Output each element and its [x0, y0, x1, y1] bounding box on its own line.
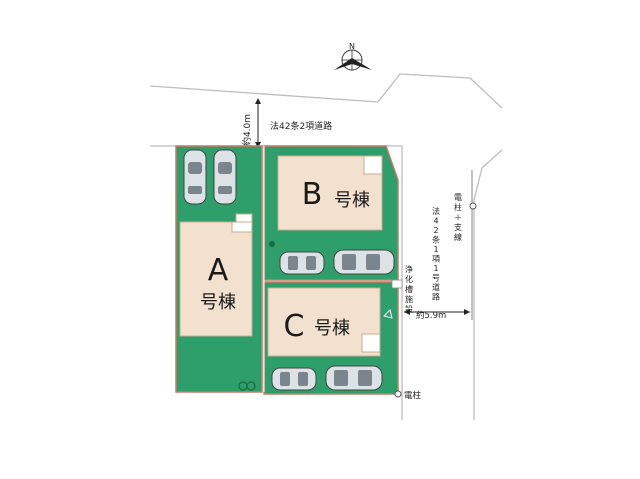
septic-label: 浄化槽施設 — [405, 264, 413, 314]
septic-tank — [391, 279, 403, 289]
pole-support-icon — [469, 202, 477, 210]
compass: N — [334, 42, 372, 71]
car-a2 — [213, 149, 237, 205]
car-c1 — [271, 367, 317, 391]
pole-icon — [394, 390, 402, 398]
east-road-outer-edge — [473, 149, 503, 420]
building-c-suffix: 号棟 — [314, 318, 350, 339]
north-road-dimension: 約4.0m 法42条2項道路 — [241, 98, 332, 148]
parking — [183, 149, 395, 391]
car-b1 — [279, 251, 325, 275]
building-c-letter: C — [284, 309, 305, 344]
car-c2 — [325, 365, 383, 391]
building-a-letter: A — [208, 253, 229, 288]
car-a1 — [183, 149, 207, 205]
buildings: A 号棟 B 号棟 C 号棟 — [179, 155, 383, 357]
north-road-label: 法42条2項道路 — [270, 120, 332, 132]
car-b2 — [333, 249, 395, 275]
meter-marker — [383, 309, 393, 319]
compass-north-label: N — [349, 42, 355, 51]
east-road-width: 約5.9m — [416, 310, 446, 321]
building-a — [179, 221, 253, 337]
east-road-annotations — [394, 170, 477, 398]
tree-marker — [246, 381, 256, 391]
compass-needle — [334, 58, 372, 70]
pole-support-label: 電柱＋支線 — [454, 193, 462, 242]
pole-label: 電柱 — [404, 390, 422, 401]
north-road-upper-edge — [149, 73, 503, 109]
tree-marker — [269, 241, 275, 247]
site-markers — [238, 241, 403, 391]
building-b-suffix: 号棟 — [334, 190, 370, 211]
building-c — [267, 287, 381, 357]
building-b-letter: B — [302, 177, 323, 212]
building-a-suffix: 号棟 — [200, 292, 236, 313]
north-road-width: 約4.0m — [241, 114, 253, 146]
